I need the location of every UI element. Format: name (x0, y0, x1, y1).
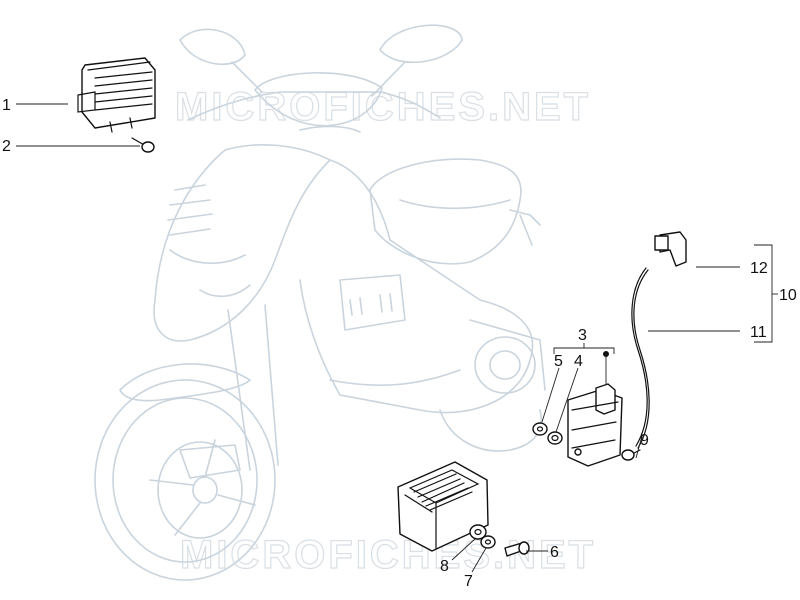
callout-10: 10 (779, 287, 797, 304)
ht-lead (631, 267, 650, 449)
callout-3: 3 (578, 327, 587, 344)
callout-2: 2 (2, 138, 11, 155)
callout-12: 12 (750, 260, 768, 277)
regulator-screw (131, 137, 155, 153)
watermark-top: MICROFICHES.NET (175, 85, 591, 129)
cdi-spacer (469, 524, 487, 540)
leader-lines (16, 103, 778, 573)
coil-spacer (547, 431, 563, 445)
watermark-bottom: MICROFICHES.NET (180, 533, 596, 577)
cdi-washer (480, 535, 496, 549)
callout-7: 7 (464, 573, 473, 590)
callout-1: 1 (2, 97, 11, 114)
callout-5: 5 (554, 353, 563, 370)
callout-11: 11 (750, 324, 767, 341)
cdi-unit (397, 461, 489, 552)
coil-washer (532, 422, 548, 436)
coil-bolt (621, 449, 641, 461)
callout-8: 8 (440, 558, 449, 575)
callout-6: 6 (550, 544, 559, 561)
spark-plug-cap (654, 231, 687, 267)
ignition-coil-assembly (567, 383, 623, 467)
coil-marker-dot (603, 351, 609, 357)
callout-4: 4 (574, 353, 583, 370)
scooter-outline (94, 24, 546, 581)
voltage-regulator (77, 57, 156, 133)
callout-9: 9 (640, 432, 649, 449)
